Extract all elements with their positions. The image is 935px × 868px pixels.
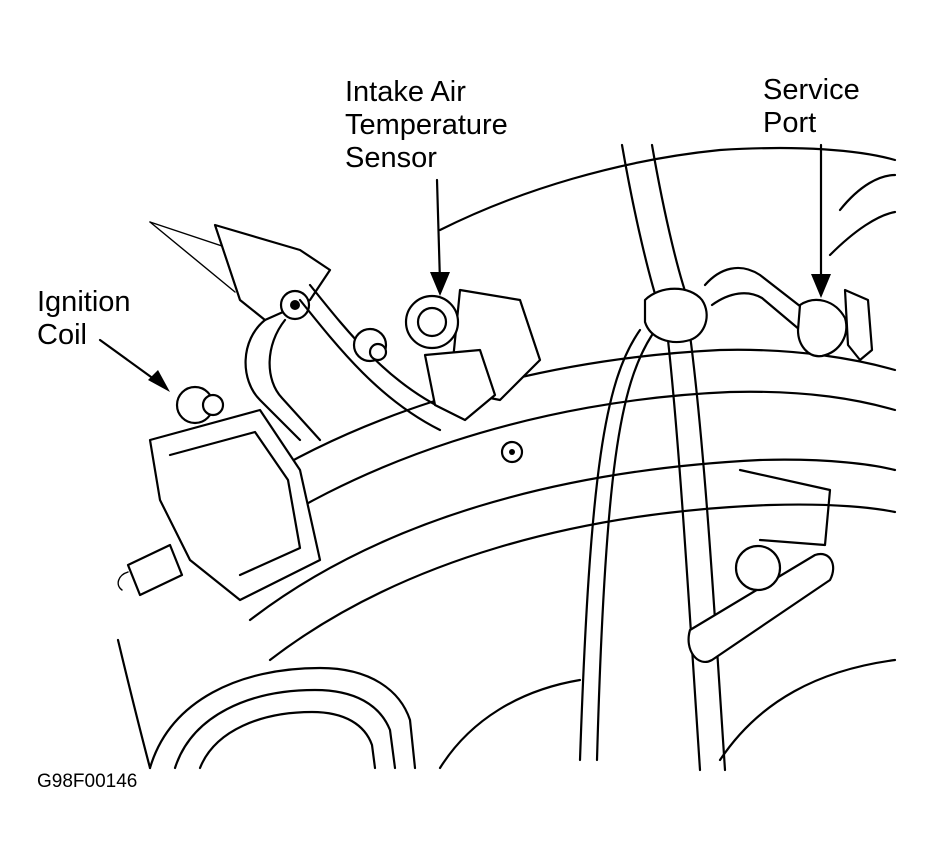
tube-clamp [643, 287, 708, 344]
center-right-box [738, 468, 832, 547]
lever-arm [687, 552, 835, 663]
label-line: Intake Air [345, 76, 466, 108]
intake-hose-upper [198, 348, 897, 522]
vacuum-hose-left-2 [268, 318, 322, 442]
vertical-tube-right [650, 143, 692, 307]
ignition-coil-bolt-inner [201, 393, 225, 417]
sensor-wire-2 [595, 333, 654, 762]
lower-right-housing [718, 658, 897, 762]
label-line: Coil [37, 319, 87, 351]
intake-opening-mid [173, 688, 397, 770]
adjacent-fitting-inner [368, 342, 388, 362]
sensor-arrowhead [430, 272, 450, 296]
intake-opening-outer [148, 666, 417, 770]
mounting-bracket [213, 223, 332, 322]
left-background-line-2 [149, 221, 236, 293]
ignition-coil-body [148, 408, 322, 602]
ignition-coil-arrowhead [148, 370, 170, 392]
label-line: Ignition [37, 286, 131, 318]
service-port-cap [843, 288, 874, 362]
center-lower-housing [438, 678, 582, 770]
ignition-coil-label: Ignition Coil [37, 286, 131, 352]
intake-opening-inner [198, 710, 377, 770]
service-port-fitting [796, 298, 848, 358]
intake-hose-upper-inner [218, 390, 897, 562]
vacuum-hose-to-sensor [298, 298, 442, 432]
service-port-label: Service Port [763, 74, 860, 140]
intake-air-temperature-sensor-face [416, 306, 448, 338]
lower-left-housing [116, 638, 152, 770]
label-line: Temperature [345, 109, 508, 141]
vertical-tube-lower-right [688, 333, 727, 772]
ignition-coil-leader-line [98, 338, 160, 384]
upper-housing-arc [438, 146, 897, 232]
right-housing-curve [838, 173, 897, 212]
figure-id: G98F00146 [37, 771, 138, 792]
sensor-leader-line [435, 178, 442, 284]
ignition-coil-frame [168, 430, 302, 577]
label-line: Port [763, 107, 817, 139]
bracket-bolt-center [290, 300, 300, 310]
intake-air-temperature-sensor-label: Intake Air Temperature Sensor [345, 76, 508, 175]
vertical-tube-left [620, 143, 662, 312]
sensor-wire [578, 328, 642, 762]
service-port-arrowhead [811, 274, 831, 298]
lever-pivot [734, 544, 782, 592]
intake-air-temperature-sensor-connector [423, 348, 497, 422]
ignition-coil-lead [117, 571, 129, 591]
label-line: Service [763, 74, 860, 106]
vertical-tube-lower-left [666, 338, 702, 772]
intake-hose-lower-inner [268, 503, 897, 662]
service-port-hose [703, 266, 807, 312]
intake-hose-lower [248, 458, 897, 622]
label-line: Sensor [345, 142, 437, 174]
housing-screw-center [509, 449, 515, 455]
vacuum-hose-left [244, 318, 302, 442]
service-port-hose-2 [710, 292, 802, 332]
ignition-coil-connector [126, 543, 184, 597]
right-housing-curve-2 [828, 210, 897, 257]
